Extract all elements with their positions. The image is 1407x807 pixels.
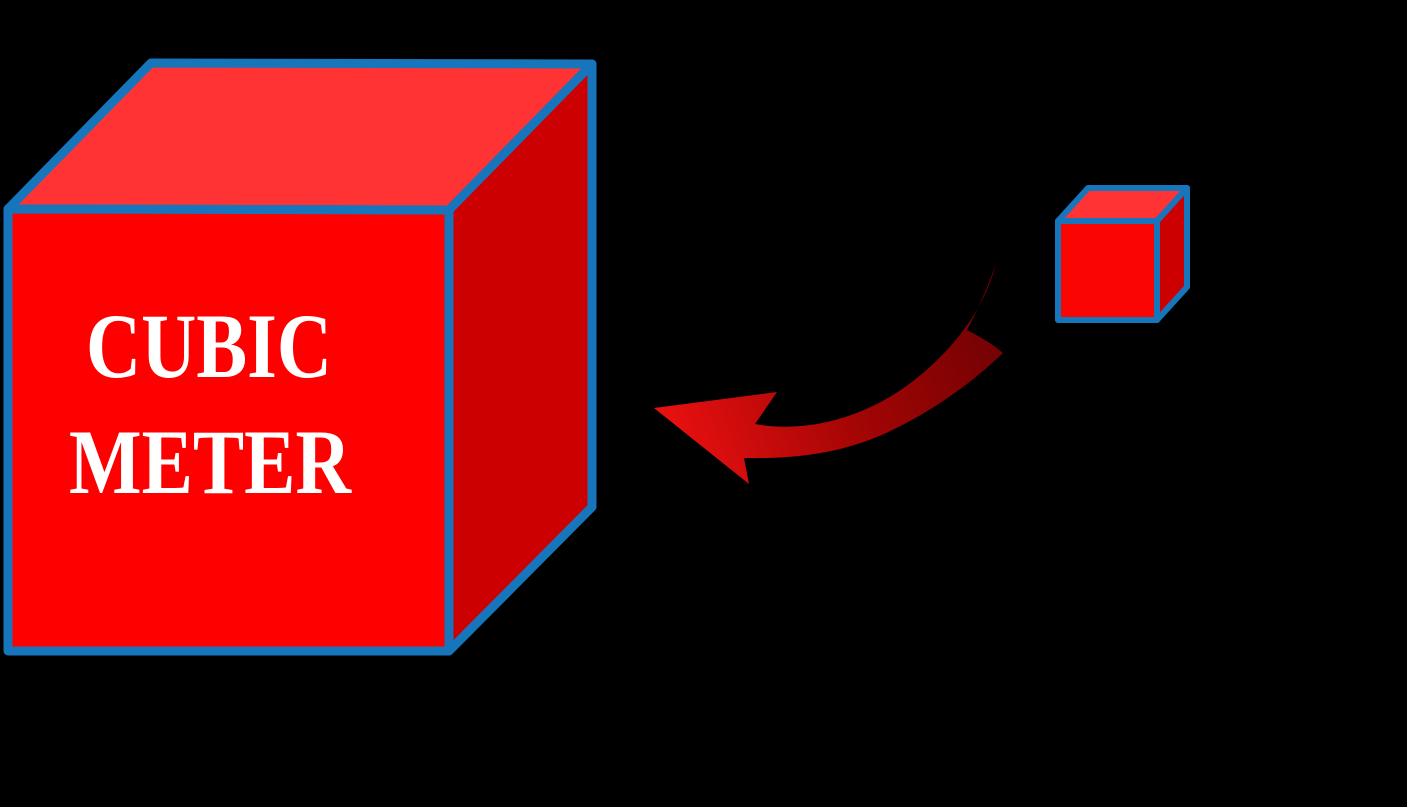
large-cube-label-line1: CUBIC	[86, 295, 332, 397]
large-cube: CUBIC METER	[3, 58, 597, 656]
large-cube-front-face	[3, 204, 454, 656]
large-cube-label-line2: METER	[69, 411, 352, 513]
small-cube	[1055, 185, 1190, 323]
small-cube-front-face	[1055, 218, 1160, 323]
curved-arrow-icon	[654, 264, 1003, 484]
